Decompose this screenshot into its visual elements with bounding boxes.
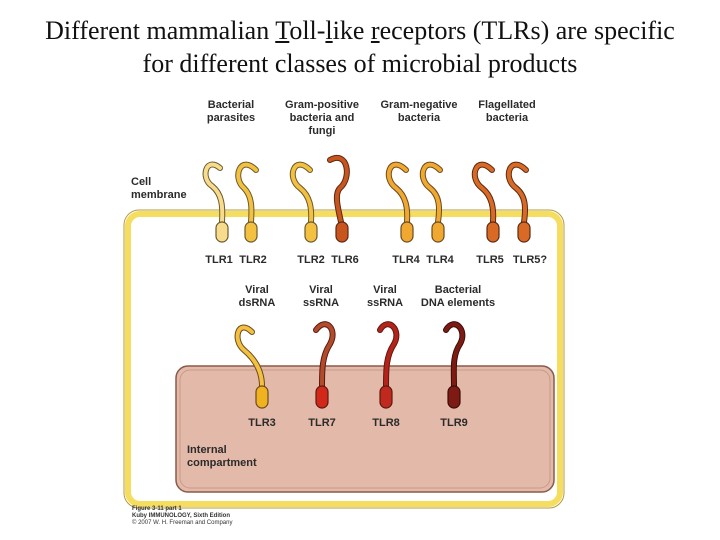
label-bacterial-dna: Bacterial DNA elements [420, 284, 496, 309]
receptor-tlr9 [443, 321, 466, 409]
caption-book: Kuby IMMUNOLOGY, Sixth Edition [132, 513, 230, 519]
receptor-tlr4-a [385, 161, 414, 243]
cell-membrane-outline [123, 209, 565, 509]
title-line-1: Different mammalian Toll-like receptors … [45, 16, 675, 45]
label-gram-positive: Gram-positive bacteria and fungi [285, 99, 359, 137]
label-viral-ssrna-2: Viral ssRNA [366, 284, 404, 309]
label-viral-ssrna-1: Viral ssRNA [302, 284, 340, 309]
label-tlr8: TLR8 [372, 417, 400, 429]
caption-copyright: © 2007 W. H. Freeman and Company [132, 520, 233, 526]
label-tlr1: TLR1 [205, 254, 233, 266]
internal-compartment [175, 365, 555, 493]
label-tlr4-a: TLR4 [392, 254, 420, 266]
receptor-tlr5 [471, 161, 500, 243]
receptor-tlr7 [313, 321, 336, 409]
receptor-tlr3 [234, 324, 269, 409]
receptor-tlr1 [202, 161, 229, 243]
label-internal-compartment: Internal compartment [187, 444, 257, 469]
label-flagellated: Flagellated bacteria [478, 99, 536, 124]
label-tlr6: TLR6 [331, 254, 359, 266]
caption-figure-number: Figure 3-11 part 1 [132, 506, 182, 512]
label-tlr5-putative: TLR5? [512, 254, 548, 266]
label-tlr5: TLR5 [476, 254, 504, 266]
receptor-tlr8 [377, 321, 400, 409]
label-cell-membrane: Cell membrane [131, 176, 187, 201]
label-tlr3: TLR3 [248, 417, 276, 429]
receptor-tlr5-putative [505, 161, 531, 243]
label-tlr9: TLR9 [440, 417, 468, 429]
label-tlr7: TLR7 [308, 417, 336, 429]
receptor-tlr2-b [289, 161, 318, 243]
receptor-tlr2-a [235, 161, 259, 243]
receptor-tlr4-b [419, 161, 445, 243]
label-tlr4-b: TLR4 [426, 254, 454, 266]
label-viral-dsrna: Viral dsRNA [238, 284, 276, 309]
label-gram-negative: Gram-negative bacteria [380, 99, 458, 124]
figure-caption: Figure 3-11 part 1 Kuby IMMUNOLOGY, Sixt… [132, 506, 232, 527]
label-tlr2-b: TLR2 [297, 254, 325, 266]
label-tlr2-a: TLR2 [239, 254, 267, 266]
receptor-tlr6 [327, 155, 350, 243]
internal-compartment-inner [179, 369, 551, 489]
slide-title: Different mammalian Toll-like receptors … [0, 14, 720, 80]
title-line-2: for different classes of microbial produ… [142, 49, 578, 78]
label-bacterial-parasites: Bacterial parasites [206, 99, 256, 124]
